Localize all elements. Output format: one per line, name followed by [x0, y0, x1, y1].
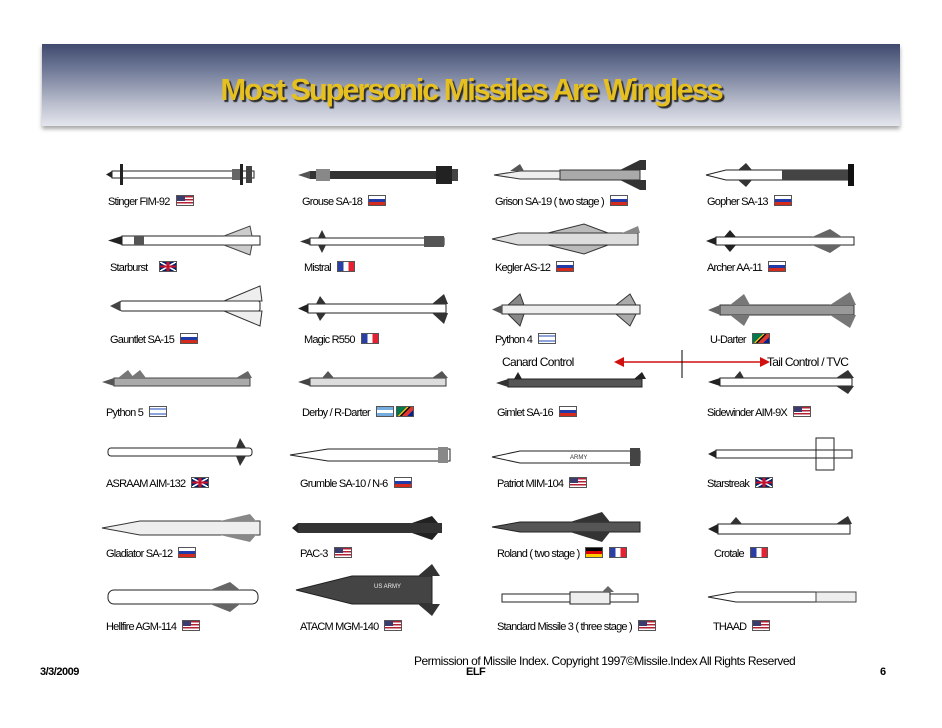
ru-flag-icon: [773, 195, 792, 206]
missile-label: Grouse SA-18: [302, 195, 387, 208]
missile-label: Starburst: [110, 261, 178, 274]
thaad-missile-image: [707, 591, 857, 603]
gopher-missile-image: [705, 163, 854, 187]
starburst-missile-image: [108, 225, 261, 256]
missile-label: Mistral: [304, 261, 355, 274]
missile-label: Archer AA-11: [707, 261, 787, 274]
mistral-missile-image: [300, 230, 445, 253]
za-flag-icon: [751, 333, 770, 344]
missile-label: Python 4: [495, 333, 557, 346]
missile-label: Sidewinder AIM-9X: [707, 406, 811, 419]
ru-flag-icon: [178, 547, 197, 558]
grouse-missile-image: [298, 166, 458, 184]
crotale-missile-image: [708, 516, 852, 535]
missile-label: Gladiator SA-12: [106, 547, 197, 560]
kegler-missile-image: [491, 223, 640, 255]
footer-center-text: ELF: [466, 666, 486, 678]
stinger-missile-image: [106, 164, 255, 185]
missile-label: Starstreak: [707, 477, 774, 490]
missile-label: Magic R550: [304, 333, 379, 346]
za-flag-icon: [395, 406, 414, 417]
grumble-missile-image: [289, 447, 451, 463]
fr-flag-icon: [360, 333, 379, 344]
il-flag-icon: [538, 333, 557, 344]
missile-label: Derby / R-Darter: [302, 406, 414, 419]
grison-missile-image: [493, 160, 646, 190]
slide-title: Most Supersonic Missiles Are Wingless: [220, 72, 723, 107]
sidewinder-missile-image: [708, 370, 854, 394]
gladiator-missile-image: [101, 514, 261, 542]
il-flag-icon: [149, 406, 168, 417]
magic-missile-image: [298, 294, 448, 324]
ru-flag-icon: [556, 261, 575, 272]
hellfire-missile-image: [107, 582, 259, 612]
ru-flag-icon: [180, 333, 199, 344]
canard-control-label: Canard Control: [502, 355, 574, 369]
title-banner: Most Supersonic Missiles Are Wingless: [42, 44, 900, 126]
us-flag-icon: [182, 620, 201, 631]
patriot-missile-image: ARMY: [491, 448, 641, 466]
gimlet-missile-image: [496, 372, 646, 388]
missile-label: Gauntlet SA-15: [110, 333, 199, 346]
roland-missile-image: [491, 512, 641, 542]
missile-label: Patriot MIM-104: [497, 477, 588, 490]
missile-label: Grison SA-19 ( two stage ): [495, 195, 628, 208]
sm3-missile-image: [501, 586, 639, 605]
missile-label: Python 5: [106, 406, 168, 419]
gb-flag-icon: [755, 477, 774, 488]
ru-flag-icon: [393, 477, 412, 488]
gauntlet-missile-image: [110, 285, 263, 327]
patriot-marking: ARMY: [570, 455, 587, 461]
ru-flag-icon: [368, 195, 387, 206]
python4-missile-image: [492, 293, 641, 327]
page-number: 6: [880, 666, 886, 678]
ru-flag-icon: [558, 406, 577, 417]
ru-flag-icon: [768, 261, 787, 272]
us-flag-icon: [175, 195, 194, 206]
gb-flag-icon: [159, 261, 178, 272]
missile-label: Hellfire AGM-114: [106, 620, 201, 633]
missile-label: Crotale: [714, 547, 768, 560]
ar-flag-icon: [375, 406, 394, 417]
missile-label: Roland ( two stage ): [497, 547, 628, 560]
derby-missile-image: [298, 371, 448, 387]
gb-flag-icon: [191, 477, 210, 488]
slide-date: 3/3/2009: [40, 666, 79, 678]
missile-label: PAC-3: [300, 547, 352, 560]
asraam-missile-image: [107, 438, 253, 466]
us-flag-icon: [569, 477, 588, 488]
permission-text: Permission of Missile Index. Copyright 1…: [414, 654, 796, 668]
us-flag-icon: [384, 620, 403, 631]
missile-label: ATACM MGM-140: [300, 620, 403, 633]
atacm-missile-image: US ARMY: [295, 564, 440, 616]
control-arrow: [614, 350, 770, 378]
missile-label: Grumble SA-10 / N-6: [300, 477, 412, 490]
archer-missile-image: [706, 229, 855, 253]
us-flag-icon: [792, 406, 811, 417]
missile-label: Gimlet SA-16: [497, 406, 577, 419]
fr-flag-icon: [749, 547, 768, 558]
de-flag-icon: [585, 547, 604, 558]
missile-label: U-Darter: [710, 333, 770, 346]
pac3-missile-image: [292, 516, 442, 540]
missile-label: THAAD: [713, 620, 771, 633]
python5-missile-image: [102, 370, 252, 387]
starstreak-missile-image: [708, 437, 853, 471]
missile-label: Stinger FIM-92: [108, 195, 194, 208]
ru-flag-icon: [609, 195, 628, 206]
us-flag-icon: [333, 547, 352, 558]
missile-label: Standard Missile 3 ( three stage ): [497, 620, 656, 633]
missile-label: ASRAAM AIM-132: [106, 477, 210, 490]
fr-flag-icon: [336, 261, 355, 272]
fr-flag-icon: [609, 547, 628, 558]
us-flag-icon: [637, 620, 656, 631]
us-flag-icon: [752, 620, 771, 631]
missile-label: Kegler AS-12: [495, 261, 575, 274]
u-darter-missile-image: [708, 292, 856, 328]
missile-label: Gopher SA-13: [707, 195, 792, 208]
tail-control-label: Tail Control / TVC: [767, 355, 849, 369]
atacm-marking: US ARMY: [374, 584, 401, 590]
